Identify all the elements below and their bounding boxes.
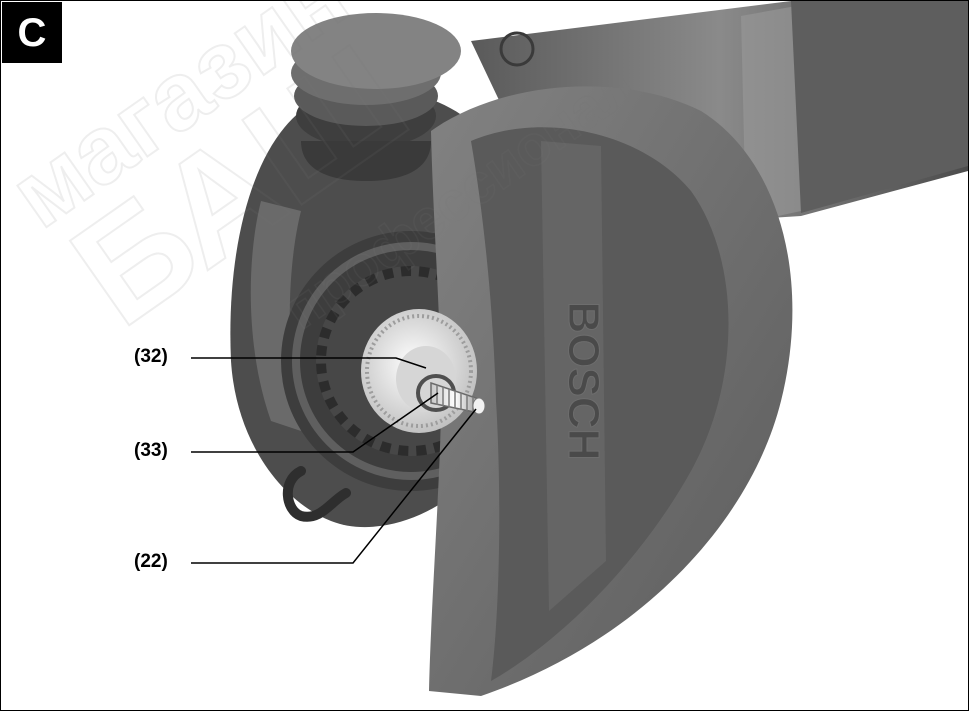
callout-32: (32) [134,346,168,367]
figure-label: C [2,2,62,63]
callout-22: (22) [134,551,168,572]
grinder-spindle [430,381,486,415]
leader-line-32 [191,357,427,369]
protective-guard: BOSCH [429,31,793,696]
spindle-lock-button [291,13,461,181]
callout-33: (33) [134,440,168,461]
svg-text:BOSCH: BOSCH [559,302,608,461]
callout-leader-lines [191,357,477,564]
guard-brand-label: BOSCH [559,301,609,461]
mounting-flange [361,309,477,433]
leader-line-22 [191,408,477,564]
leader-line-33 [191,392,439,453]
